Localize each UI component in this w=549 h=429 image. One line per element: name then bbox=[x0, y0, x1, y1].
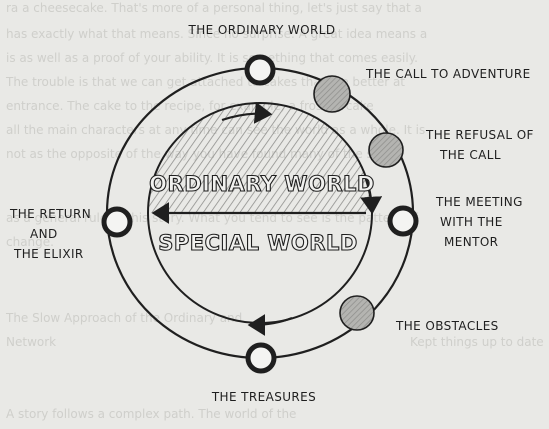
special-world-arc bbox=[147, 212, 373, 324]
label-return-line2: AND bbox=[30, 227, 58, 241]
right-direction-arrow bbox=[360, 175, 383, 215]
filled-node-call bbox=[313, 75, 351, 113]
ring-node-treasures bbox=[245, 342, 277, 374]
ordinary-world-region bbox=[148, 103, 372, 213]
bg-line-3: is as well as a proof of your ability. I… bbox=[6, 51, 418, 65]
ring-node-ordinary-world bbox=[244, 54, 276, 86]
label-ordinary-world: THE ORDINARY WORLD bbox=[188, 23, 336, 37]
label-refusal-line2: THE CALL bbox=[439, 148, 501, 162]
label-return-line1: THE RETURN bbox=[9, 207, 91, 221]
filled-node-obstacles bbox=[339, 295, 375, 331]
bg-line-9: change. bbox=[6, 235, 54, 249]
ring-node-return bbox=[101, 206, 133, 238]
label-mentor-line3: MENTOR bbox=[444, 235, 498, 249]
filled-node-refusal bbox=[368, 132, 404, 168]
bg-line-2: has exactly what that means. Since no su… bbox=[6, 27, 427, 41]
label-refusal-line1: THE REFUSAL OF bbox=[425, 128, 534, 142]
label-return-line3: THE ELIXIR bbox=[13, 247, 84, 261]
ordinary-world-label: ORDINARY WORLD bbox=[149, 172, 375, 196]
label-mentor-line1: THE MEETING bbox=[435, 195, 523, 209]
bg-line-1: ra a cheesecake. That's more of a person… bbox=[6, 1, 422, 15]
ring-node-mentor bbox=[387, 205, 419, 237]
label-obstacles: THE OBSTACLES bbox=[395, 319, 499, 333]
bg-line-10: The Slow Approach of the Ordinary and bbox=[5, 311, 242, 325]
lower-direction-arrow bbox=[247, 313, 293, 336]
special-world-label: SPECIAL WORLD bbox=[158, 231, 358, 255]
bg-line-4: The trouble is that we can get attached … bbox=[5, 75, 405, 89]
label-mentor-line2: WITH THE bbox=[440, 215, 503, 229]
label-treasures: THE TREASURES bbox=[211, 390, 316, 404]
label-call-to-adventure: THE CALL TO ADVENTURE bbox=[365, 67, 531, 81]
bg-line-12: Kept things up to date bbox=[410, 335, 544, 349]
bg-line-11: Network bbox=[6, 335, 56, 349]
upper-direction-arrow bbox=[221, 101, 273, 124]
bg-line-13: A story follows a complex path. The worl… bbox=[6, 407, 296, 421]
